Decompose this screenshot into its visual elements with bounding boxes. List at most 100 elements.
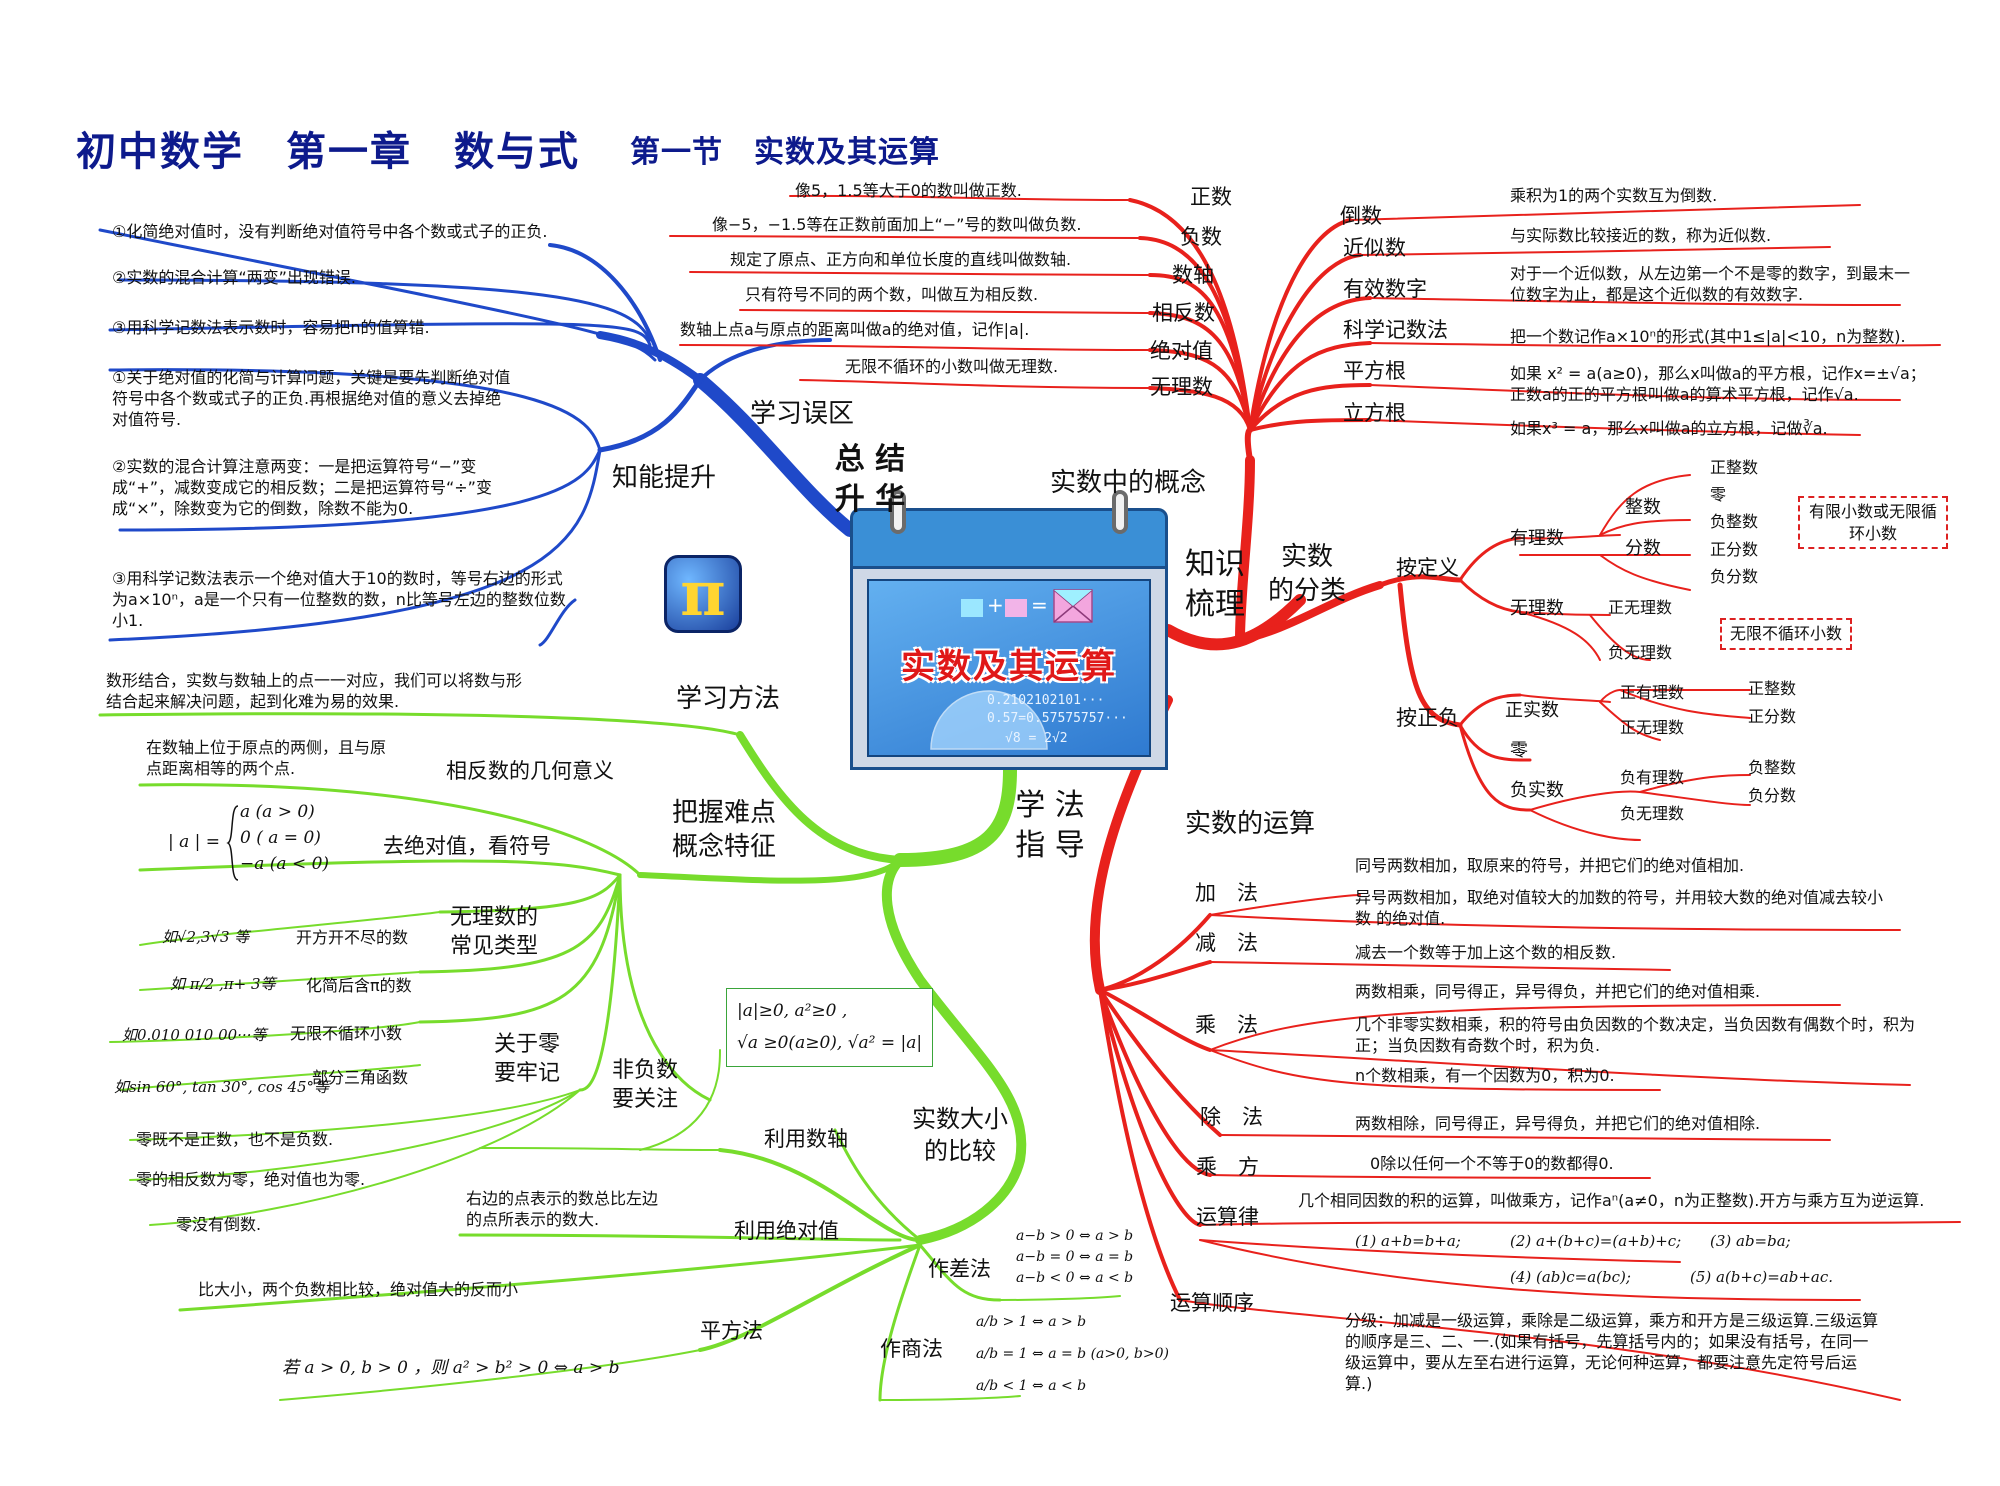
op-pow: 乘 方: [1196, 1155, 1259, 1179]
calendar-equals: =: [1031, 593, 1048, 617]
concept-youxiao: 有效数字: [1343, 277, 1427, 301]
op-mul-rule-3: n个数相乘，有一个因数为0，积为0.: [1355, 1066, 1615, 1085]
abs-case-3: −a (a < 0): [240, 854, 330, 874]
calendar-body: + = 实数及其运算 0.2102102101··· 0.57=0.575757…: [850, 566, 1168, 770]
compare-quot-items: a/b > 1 ⇔ a > b a/b = 1 ⇔ a = b (a>0, b>…: [976, 1306, 1169, 1403]
calendar-screen: + = 实数及其运算 0.2102102101··· 0.57=0.575757…: [867, 579, 1151, 757]
irr-type-4: 部分三角函数: [312, 1068, 409, 1087]
abs-formula: | a | = a (a > 0) 0 ( a = 0) −a (a < 0): [168, 802, 348, 882]
op-pow-rule: 几个相同因数的积的运算，叫做乘方，记作aⁿ(a≠0，n为正整数).开方与乘方互为…: [1298, 1191, 1925, 1210]
law-5: (5) a(b+c)=ab+ac.: [1690, 1268, 1834, 1286]
deco-square-cyan: [961, 599, 983, 617]
class-positive-real: 正实数: [1505, 700, 1559, 721]
class-rational: 有理数: [1510, 528, 1564, 549]
quot-2: a/b = 1 ⇔ a = b (a>0, b>0): [976, 1346, 1169, 1363]
diff-1: a−b > 0 ⇔ a > b: [1016, 1228, 1134, 1244]
class-irrational: 无理数: [1510, 598, 1564, 619]
compare-abs-label: 利用绝对值: [734, 1219, 839, 1243]
op-mul-rule-1: 两数相乘，同号得正，异号得负，并把它们的绝对值相乘.: [1355, 982, 1761, 1001]
irr-type-1: 开方开不尽的数: [296, 928, 409, 947]
concept-fushu: 负数: [1180, 225, 1222, 249]
abs-case-2: 0 ( a = 0): [240, 828, 321, 848]
section-title: 第一节 实数及其运算: [630, 135, 940, 170]
concept-fushu-desc: 像−5，−1.5等在正数前面加上“−”号的数叫做负数.: [712, 215, 1082, 234]
hub-xuefa: 学 法 指 导: [1015, 788, 1085, 863]
calendar-ring-left: [890, 490, 906, 534]
irr-type-3: 无限不循环小数: [290, 1024, 403, 1043]
compare-diff-label: 作差法: [928, 1257, 991, 1281]
class-neg-irr: 负无理数: [1608, 643, 1673, 662]
brace-icon: [226, 805, 239, 881]
zero-3: 零没有倒数.: [176, 1215, 262, 1234]
study-method-label: 学习方法: [676, 684, 781, 714]
irr-type-1-ex: 如√2,3√3 等: [162, 928, 250, 946]
page-title: 初中数学 第一章 数与式: [76, 129, 580, 175]
nonneg-formula-2: √a ≥0(a≥0), √a² = |a|: [737, 1033, 923, 1054]
class-neg-rational: 负有理数: [1620, 768, 1685, 787]
abs-case-1: a (a > 0): [240, 802, 315, 822]
compare-square-label: 平方法: [700, 1319, 763, 1343]
concepts-label: 实数中的概念: [1050, 468, 1207, 498]
deco-square-pink: [1005, 599, 1027, 617]
law-4: (4) (ab)c=a(bc);: [1510, 1268, 1631, 1286]
op-mul-rule-2: 几个非零实数相乘，积的符号由负因数的个数决定，当负因数有偶数个时，积为正；当负因…: [1355, 1015, 1916, 1056]
compare-label: 实数大小 的比较: [912, 1105, 1008, 1165]
class-pos-rational: 正有理数: [1620, 683, 1685, 702]
mistake-2: ②实数的混合计算“两变”出现错误.: [112, 268, 357, 287]
diff-2: a−b = 0 ⇔ a = b: [1016, 1249, 1134, 1265]
calendar-illustration: + = 实数及其运算 0.2102102101··· 0.57=0.575757…: [850, 490, 1168, 770]
concept-juedui: 绝对值: [1150, 339, 1213, 363]
op-order-text: 分级：加减是一级运算，乘除是二级运算，乘方和开方是三级运算.三级运算的顺序是三、…: [1345, 1311, 1879, 1394]
abs-lhs: | a | =: [168, 832, 221, 852]
class-sign-pos-int: 正整数: [1748, 679, 1797, 698]
hub-zongjie: 总 结 升 华: [834, 442, 906, 517]
improve-2: ②实数的混合计算注意两变：一是把运算符号“−”变成“+”，减数变成它的相反数；二…: [112, 457, 492, 519]
concept-zhengshu: 正数: [1190, 185, 1232, 209]
compare-quot-label: 作商法: [880, 1337, 943, 1361]
abs-label: 去绝对值，看符号: [383, 834, 551, 858]
class-zero: 零: [1710, 485, 1727, 504]
note-nonrepeating: 无限不循环小数: [1720, 618, 1853, 650]
class-sign-neg-irr: 负无理数: [1620, 804, 1685, 823]
concept-lifanggen-desc: 如果x³ = a，那么x叫做a的立方根，记做∛a.: [1510, 419, 1828, 438]
op-sub-rule: 减去一个数等于加上这个数的相反数.: [1355, 943, 1617, 962]
red-branches: [669, 194, 1961, 1401]
blue-branches: [98, 228, 857, 647]
class-sign-neg-frac: 负分数: [1748, 786, 1797, 805]
hub-zhishi: 知识 梳理: [1185, 547, 1245, 622]
diff-3: a−b < 0 ⇔ a < b: [1016, 1270, 1134, 1286]
irr-type-2: 化简后含π的数: [306, 976, 412, 995]
class-pos-irr: 正无理数: [1608, 598, 1673, 617]
op-mul: 乘 法: [1195, 1013, 1258, 1037]
concept-shuzhou: 数轴: [1172, 263, 1214, 287]
class-neg-int: 负整数: [1710, 512, 1759, 531]
note-finite-decimal: 有限小数或无限循环小数: [1798, 496, 1948, 550]
op-order: 运算顺序: [1170, 1291, 1254, 1315]
nonneg-label: 非负数 要关注: [612, 1058, 679, 1113]
law-2: (2) a+(b+c)=(a+b)+c;: [1510, 1232, 1682, 1250]
concept-kexue-desc: 把一个数记作a×10ⁿ的形式(其中1≤|a|<10，n为整数).: [1510, 327, 1906, 346]
calendar-line-1: 0.2102102101···: [987, 693, 1105, 708]
pi-icon: π: [664, 555, 742, 633]
class-by-sign: 按正负: [1396, 706, 1459, 730]
op-laws: 运算律: [1196, 1205, 1259, 1229]
nonneg-formula-1: |a|≥0, a²≥0 ,: [737, 1001, 848, 1021]
class-negative-real: 负实数: [1510, 780, 1564, 801]
protractor-icon: [930, 690, 1048, 750]
concept-shuzhou-desc: 规定了原点、正方向和单位长度的直线叫做数轴.: [730, 250, 1072, 269]
concept-xiangfanshu-desc: 只有符号不同的两个数，叫做互为相反数.: [745, 285, 1039, 304]
nonneg-formula-box: |a|≥0, a²≥0 , √a ≥0(a≥0), √a² = |a|: [726, 988, 934, 1067]
calendar-line-3: √8 = 2√2: [1005, 731, 1068, 746]
improve-3: ③用科学记数法表示一个绝对值大于10的数时，等号右边的形式为a×10ⁿ，a是一个…: [112, 569, 566, 631]
op-add-rule-2: 异号两数相加，取绝对值较大的加数的符号，并用较大数的绝对值减去较小数 的绝对值.: [1355, 888, 1884, 929]
law-3: (3) ab=ba;: [1710, 1232, 1791, 1250]
concept-kexue: 科学记数法: [1343, 318, 1448, 342]
classification-label: 实数 的分类: [1267, 542, 1346, 607]
concept-daoshu: 倒数: [1340, 204, 1382, 228]
concept-jinsishu-desc: 与实际数比较接近的数，称为近似数.: [1510, 226, 1772, 245]
zero-2: 零的相反数为零，绝对值也为零.: [136, 1170, 366, 1189]
op-div: 除 法: [1200, 1105, 1263, 1129]
operations-label: 实数的运算: [1185, 809, 1316, 839]
